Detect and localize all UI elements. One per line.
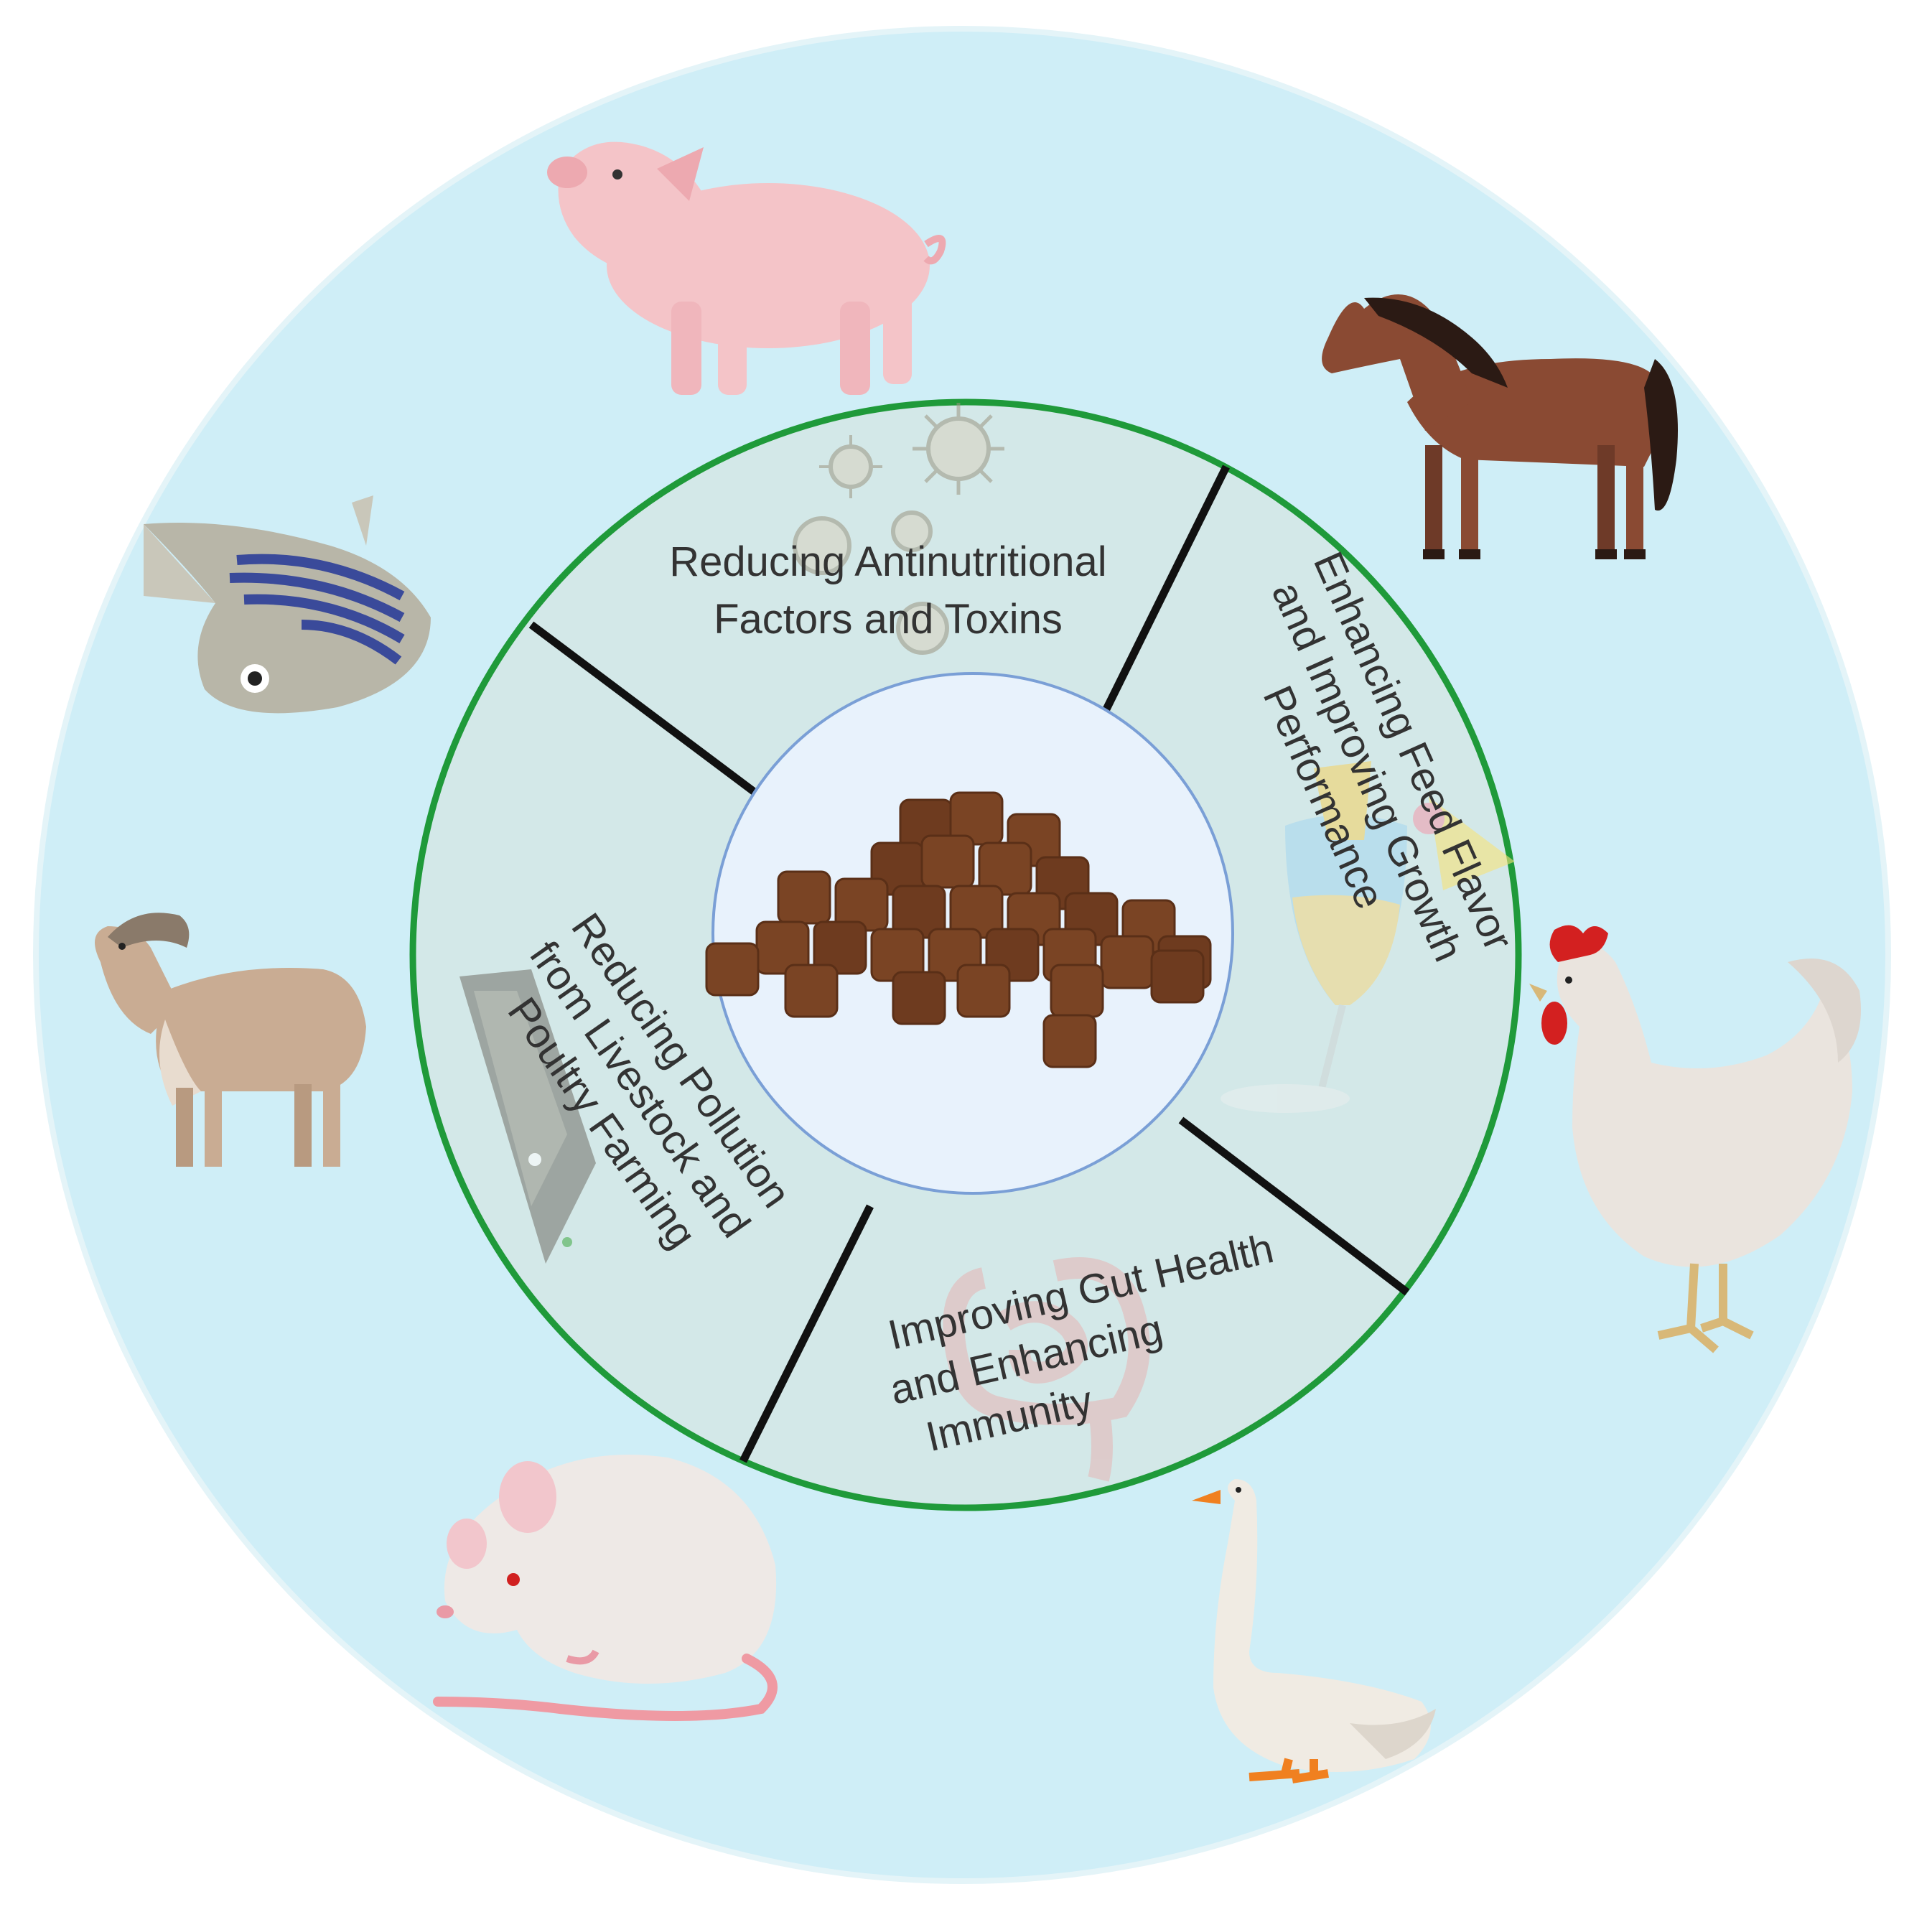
feed-pellet xyxy=(1150,949,1205,1004)
segment-label-top: Reducing Antinutritional Factors and Tox… xyxy=(669,538,1119,643)
feed-pellet xyxy=(978,841,1032,896)
segment-label-top-line-2: Factors and Toxins xyxy=(714,596,1063,643)
segment-dividers xyxy=(528,465,1410,1463)
feed-pellet xyxy=(920,834,975,889)
feed-pellet xyxy=(813,920,867,975)
chicken-icon xyxy=(1529,925,1861,1353)
feed-pellet xyxy=(949,791,1004,846)
virus-icon xyxy=(793,403,1004,655)
feed-pellet xyxy=(1042,1014,1097,1068)
feed-pellet xyxy=(784,964,839,1018)
segment-label-top-line-1: Reducing Antinutritional xyxy=(669,538,1106,585)
zebrafish-icon xyxy=(144,495,431,714)
feed-pellet xyxy=(892,971,946,1025)
feed-pellet xyxy=(1100,935,1154,989)
feed-pellet xyxy=(956,964,1011,1018)
feed-pellet xyxy=(1050,964,1104,1018)
waste-pile-icon xyxy=(459,969,596,1264)
intestine-icon xyxy=(943,1257,1150,1482)
pig-icon xyxy=(547,141,946,395)
goat-icon xyxy=(95,913,366,1167)
feed-pellets-icon xyxy=(705,791,1212,1068)
cocktail-glass-icon xyxy=(1221,761,1515,1113)
horse-icon xyxy=(1322,294,1678,559)
feed-pellet xyxy=(705,942,760,997)
feed-pellet xyxy=(777,870,831,925)
rat-icon xyxy=(433,1455,778,1721)
goose-icon xyxy=(1192,1479,1436,1783)
